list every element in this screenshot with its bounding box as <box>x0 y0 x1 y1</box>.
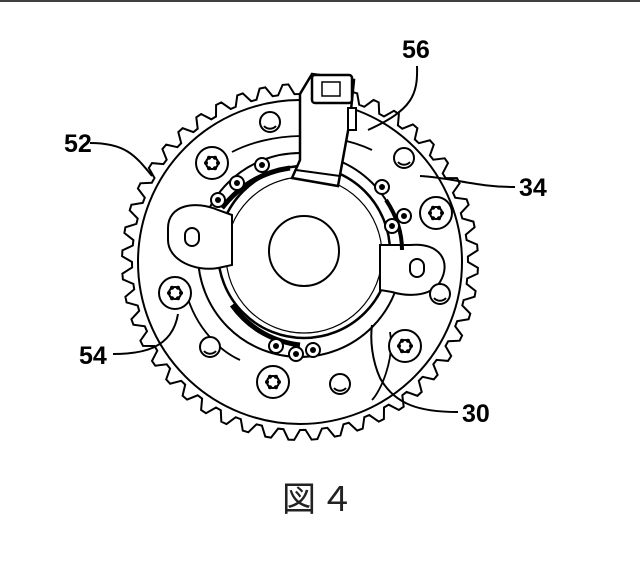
roller-ball <box>269 339 283 353</box>
ref-numeral-54: 54 <box>79 342 107 370</box>
leader-52 <box>90 143 152 176</box>
plain-bolt <box>394 148 414 168</box>
plain-bolt <box>260 112 280 132</box>
plain-bolt <box>200 337 220 357</box>
torx-screw <box>257 366 289 398</box>
connector-tab <box>348 108 356 130</box>
connector-head <box>312 75 352 103</box>
ref-numeral-56: 56 <box>402 36 430 64</box>
roller-ball <box>375 180 389 194</box>
figure-caption: 図４ <box>0 472 640 521</box>
plain-bolt <box>330 374 350 394</box>
roller-ball <box>211 193 225 207</box>
plain-bolt <box>430 284 450 304</box>
torx-screw <box>196 147 228 179</box>
ref-numeral-34: 34 <box>519 174 547 202</box>
roller-ball <box>289 347 303 361</box>
torx-screw <box>389 330 421 362</box>
roller-ball <box>230 176 244 190</box>
center-bore <box>269 216 339 286</box>
torx-screw <box>159 277 191 309</box>
torx-screw <box>420 197 452 229</box>
ref-numeral-30: 30 <box>462 400 490 428</box>
roller-ball <box>385 219 399 233</box>
roller-ball <box>255 158 269 172</box>
ref-numeral-52: 52 <box>64 130 92 158</box>
roller-ball <box>306 343 320 357</box>
roller-ball <box>397 209 411 223</box>
